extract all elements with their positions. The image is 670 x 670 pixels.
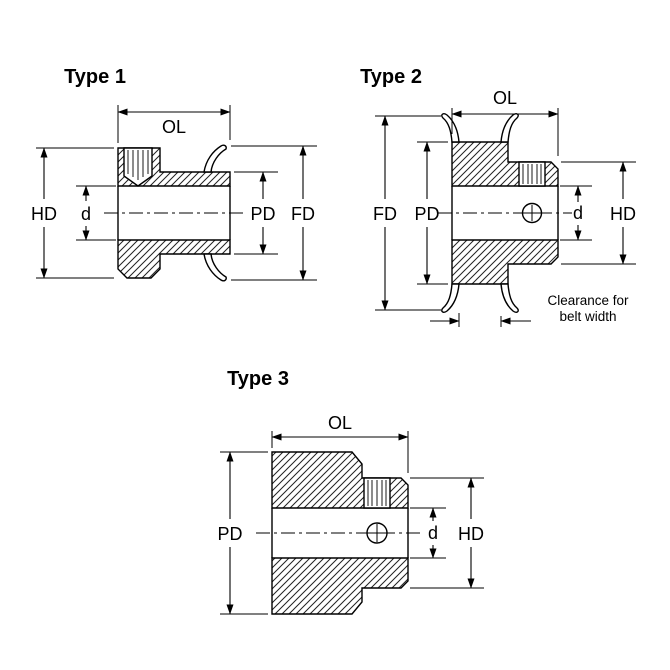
type3-dimension-hd: HD [410, 477, 484, 589]
type2-dimension-d: d [560, 185, 592, 241]
type2-bottom-left-flange [441, 283, 460, 313]
type1-set-screw [123, 147, 153, 187]
type2-hd-label: HD [610, 204, 636, 224]
type1-lower-section [117, 239, 231, 279]
set-screw-threads [367, 480, 387, 506]
type3-dimension-d: d [410, 507, 446, 559]
type1-dimension-fd: FD [231, 145, 317, 281]
type1-fd-label: FD [291, 204, 315, 224]
type2-dimension-hd: HD [561, 161, 636, 265]
type1-pulley-section [104, 144, 244, 282]
type3-lower-section [271, 557, 409, 615]
type2-lower-section [451, 239, 559, 285]
type2-title: Type 2 [360, 66, 422, 88]
type2-bottom-right-flange [500, 283, 519, 313]
clearance-note-line2: belt width [559, 309, 616, 324]
type1-bottom-flange [203, 253, 227, 282]
type2-fd-label: FD [373, 204, 397, 224]
set-screw-threads [522, 164, 542, 184]
type1-top-flange [203, 144, 227, 173]
type3-ol-label: OL [328, 413, 352, 433]
type2-set-screw [518, 161, 546, 224]
type2-dimension-ol: OL [451, 88, 559, 156]
type2-top-left-flange [441, 113, 460, 143]
type2-d-label: d [573, 203, 583, 223]
type2-dimension-pd: PD [414, 141, 448, 285]
type2-clearance-note: Clearance for belt width [430, 293, 629, 327]
type1-dimension-hd: HD [31, 147, 114, 279]
type1-dimension-pd: PD [234, 171, 278, 255]
type2-figure: Type 2 OL [360, 66, 636, 327]
type1-figure: Type 1 OL HD [31, 66, 317, 282]
type1-pd-label: PD [250, 204, 275, 224]
type3-hd-label: HD [458, 524, 484, 544]
type3-d-label: d [428, 523, 438, 543]
type1-title: Type 1 [64, 66, 126, 88]
type1-dimension-ol: OL [117, 105, 231, 143]
type2-ol-label: OL [493, 88, 517, 108]
type3-pulley-section [256, 451, 424, 615]
type3-dimension-ol: OL [271, 413, 409, 473]
type2-dimension-fd: FD [373, 115, 441, 311]
type1-d-label: d [81, 204, 91, 224]
clearance-note-line1: Clearance for [547, 293, 629, 308]
type1-dimension-d: d [76, 185, 116, 241]
type2-pd-label: PD [414, 204, 439, 224]
type3-dimension-pd: PD [217, 451, 268, 615]
type3-pd-label: PD [217, 524, 242, 544]
type3-figure: Type 3 OL PD [217, 368, 484, 615]
type2-top-right-flange [500, 113, 519, 143]
set-screw-threads [127, 150, 149, 180]
type1-ol-label: OL [162, 117, 186, 137]
type2-pulley-section [438, 113, 572, 313]
type3-title: Type 3 [227, 368, 289, 390]
type1-hd-label: HD [31, 204, 57, 224]
